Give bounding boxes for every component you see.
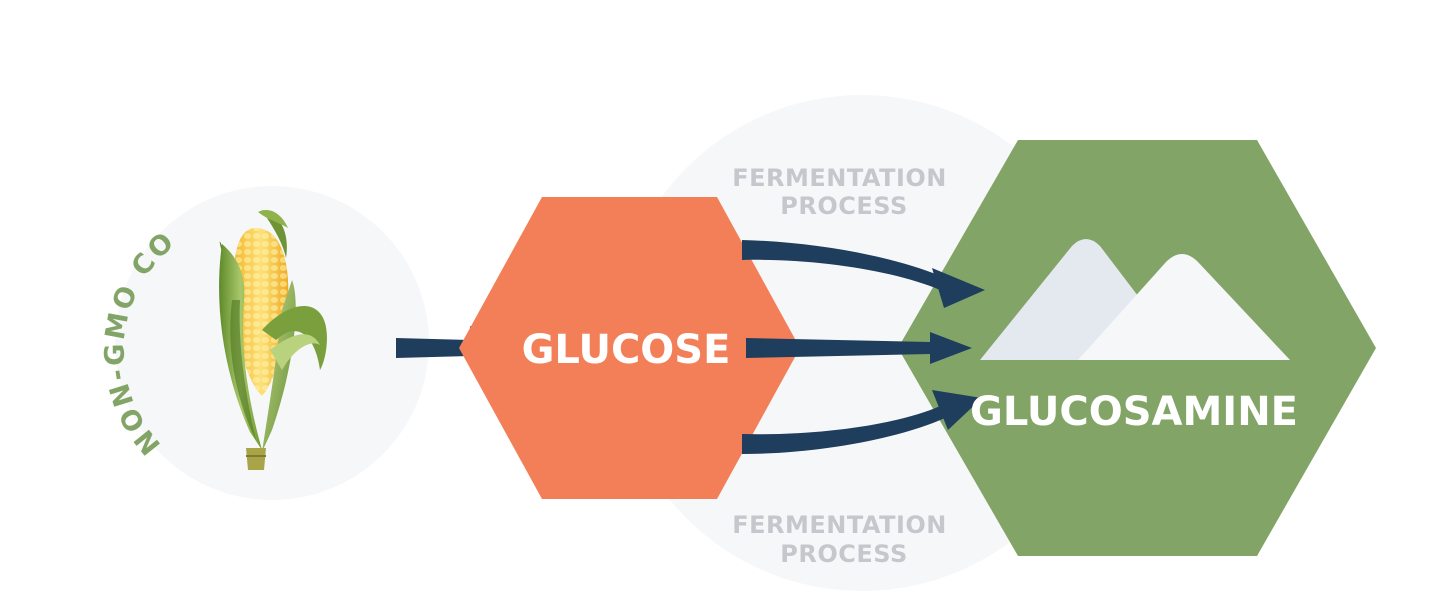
process-label-top: FERMENTATION PROCESS bbox=[732, 164, 956, 220]
arrow-glucose-to-glucosamine-middle bbox=[746, 332, 972, 364]
glucosamine-label: GLUCOSAMINE bbox=[970, 389, 1298, 435]
arrow-glucose-to-glucosamine-bottom bbox=[742, 390, 982, 454]
process-label-top-line2: PROCESS bbox=[780, 192, 907, 220]
process-label-bottom-line1: FERMENTATION bbox=[732, 511, 947, 539]
glucose-label: GLUCOSE bbox=[522, 327, 731, 373]
powder-mound-icon bbox=[980, 239, 1290, 360]
arrow-glucose-to-glucosamine-top bbox=[742, 240, 985, 308]
process-label-bottom-line2: PROCESS bbox=[780, 540, 907, 568]
corn-cob-icon bbox=[219, 209, 327, 470]
process-label-bottom: FERMENTATION PROCESS bbox=[732, 511, 956, 568]
glucose-hexagon bbox=[459, 197, 800, 499]
process-label-top-line1: FERMENTATION bbox=[732, 164, 947, 192]
